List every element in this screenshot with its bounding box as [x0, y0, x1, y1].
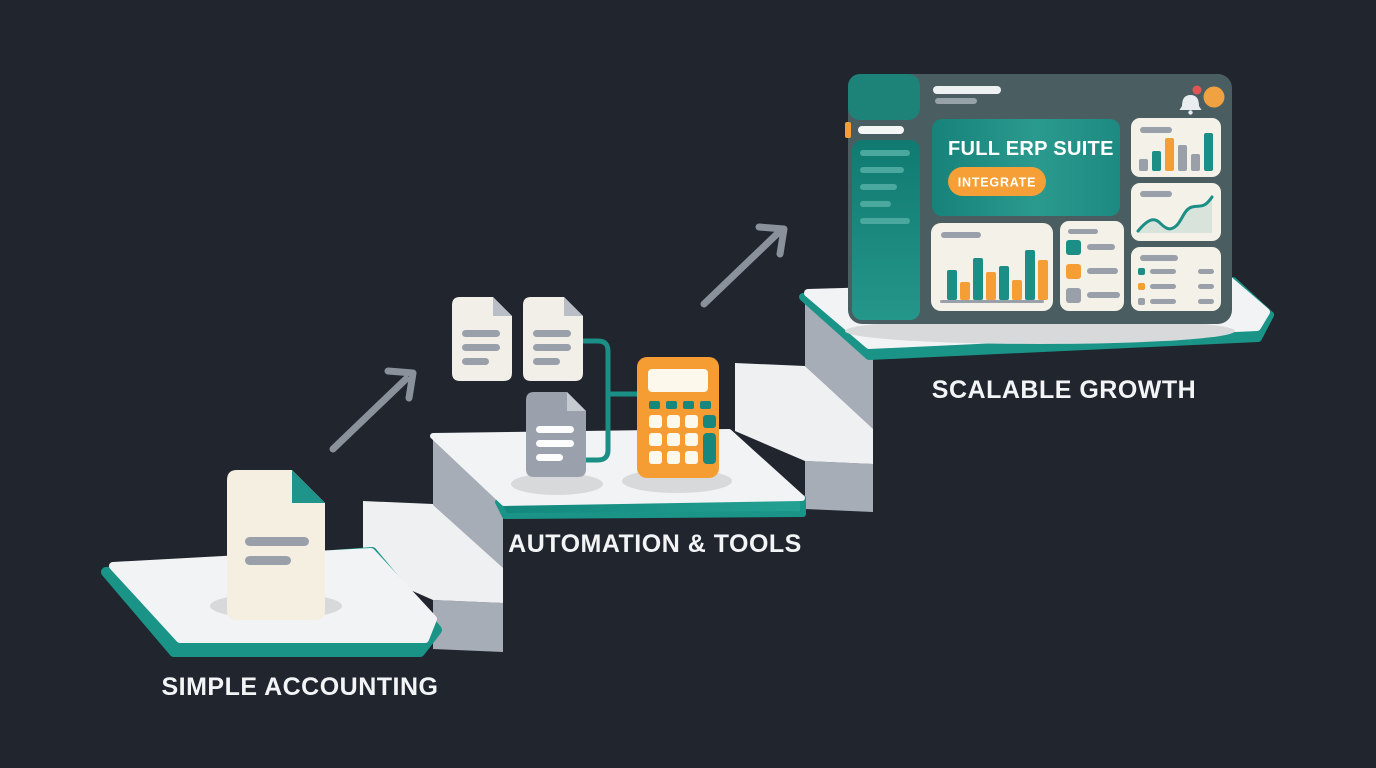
sidebar-menu-item[interactable]	[860, 184, 897, 190]
stage-3-label: SCALABLE GROWTH	[932, 376, 1196, 404]
sidebar-menu	[852, 140, 920, 320]
document-icon-3	[526, 392, 586, 477]
active-item-indicator	[845, 122, 851, 138]
stage-2-label: AUTOMATION & TOOLS	[508, 530, 802, 558]
trend-line	[1136, 195, 1214, 233]
bottom-left-bar-chart	[947, 250, 1048, 300]
document-icon-1	[452, 297, 512, 381]
integration-connector-lines	[579, 338, 645, 463]
dashboard-topbar	[933, 85, 1225, 115]
erp-dashboard-window: FULL ERP SUITE INTEGRATE	[845, 74, 1232, 324]
stage-2-items	[452, 297, 719, 478]
growth-arrow-2-icon	[700, 223, 788, 308]
document-icon-2	[523, 297, 583, 381]
integrate-button[interactable]	[948, 167, 1046, 196]
sidebar-active-item[interactable]	[858, 126, 904, 134]
stage-2-platform	[430, 429, 806, 519]
top-right-bar-chart	[1139, 133, 1213, 171]
sidebar-menu-item[interactable]	[860, 218, 910, 224]
stair-connector-2	[735, 300, 873, 512]
sidebar-menu-item[interactable]	[860, 201, 891, 207]
sidebar-menu-item[interactable]	[860, 167, 904, 173]
hero-card: FULL ERP SUITE INTEGRATE	[932, 119, 1120, 216]
sidebar-logo-block	[848, 74, 920, 120]
mini-line-chart-card	[1131, 183, 1221, 241]
bell-icon[interactable]	[1179, 85, 1202, 115]
legend-list-card	[1060, 221, 1124, 311]
hero-title: FULL ERP SUITE	[948, 138, 1114, 160]
growth-arrow-1-icon	[329, 367, 417, 453]
calculator-icon	[637, 357, 719, 478]
bar-chart-card	[931, 223, 1053, 311]
stage-1-label: SIMPLE ACCOUNTING	[161, 673, 438, 701]
integrate-button-label: INTEGRATE	[958, 176, 1037, 190]
mini-bar-chart-card	[1131, 118, 1221, 177]
mini-list-card	[1131, 247, 1221, 311]
avatar[interactable]	[1203, 86, 1225, 108]
notification-dot	[1192, 85, 1202, 95]
stage-1-document-icon	[227, 470, 325, 620]
sidebar-menu-item[interactable]	[860, 150, 910, 156]
stage-1-platform	[101, 470, 442, 657]
